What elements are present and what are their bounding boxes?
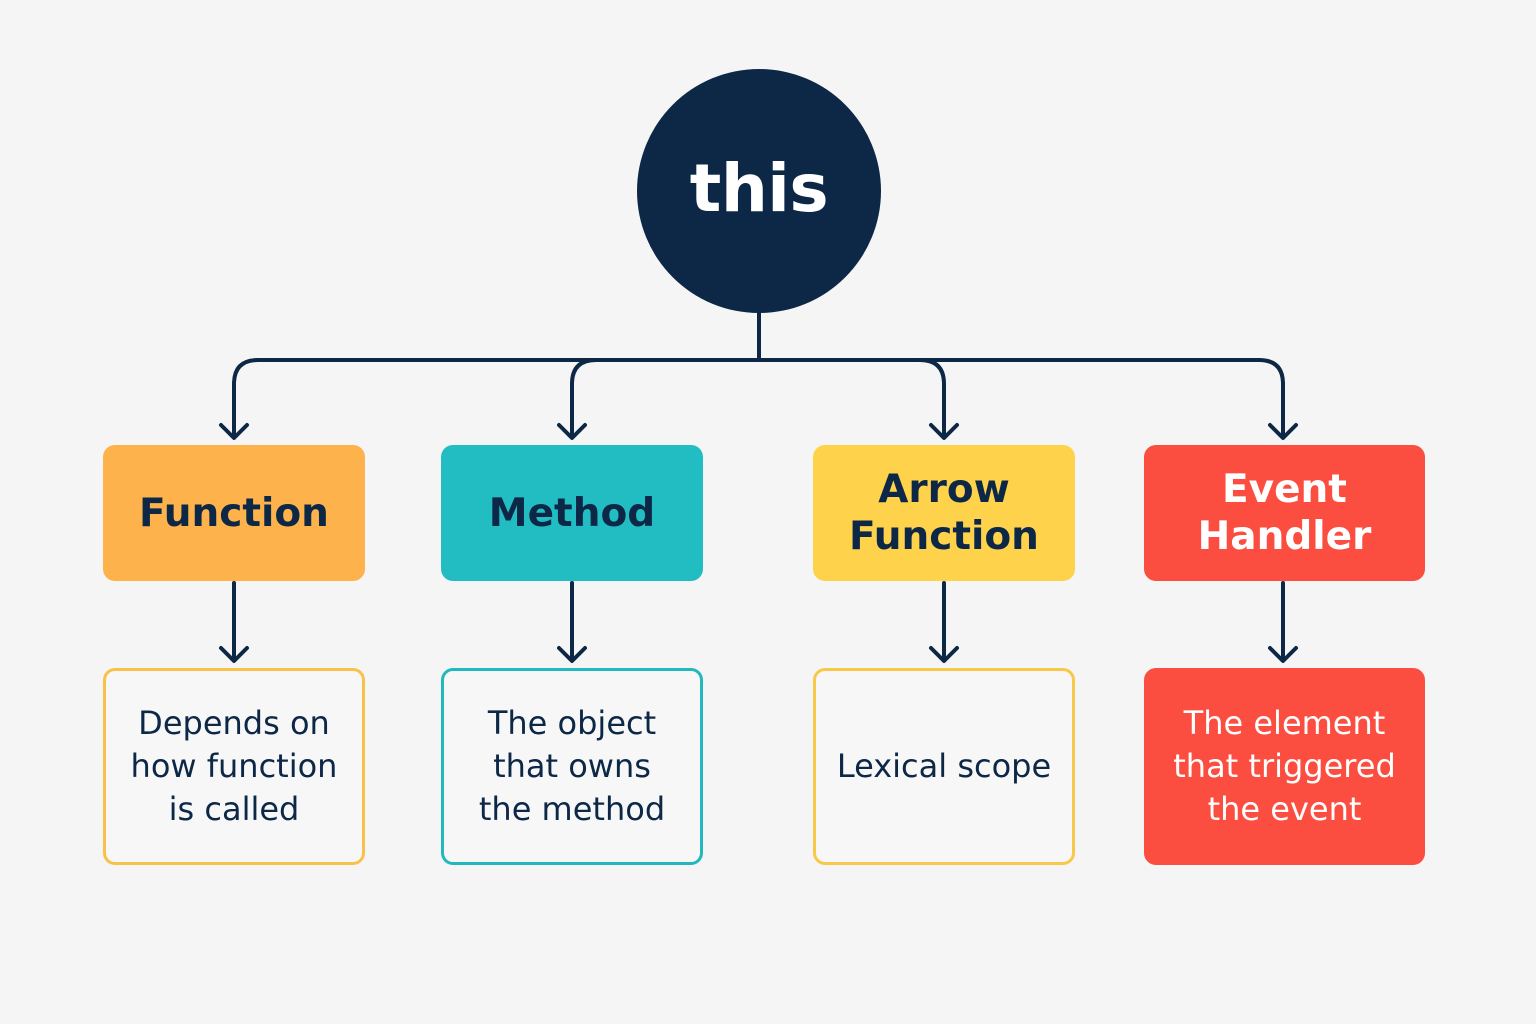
category-label: Method bbox=[488, 490, 656, 536]
arrowhead-icon bbox=[1268, 646, 1298, 663]
description-event-handler: The element that triggered the event bbox=[1144, 668, 1425, 865]
root-node-this: this bbox=[637, 69, 881, 313]
arrowhead-icon bbox=[557, 423, 587, 440]
category-label: Event Handler bbox=[1197, 467, 1372, 559]
category-arrow-function: Arrow Function bbox=[813, 445, 1075, 581]
description-arrow-function: Lexical scope bbox=[813, 668, 1075, 865]
category-method: Method bbox=[441, 445, 703, 581]
arrowhead-icon bbox=[929, 423, 959, 440]
arrowhead-icon bbox=[1268, 423, 1298, 440]
category-function: Function bbox=[103, 445, 365, 581]
arrowhead-icon bbox=[219, 646, 249, 663]
category-label: Arrow Function bbox=[849, 467, 1039, 559]
description-text: The element that triggered the event bbox=[1173, 704, 1396, 828]
branch-line-event-handler bbox=[1257, 358, 1285, 438]
description-function: Depends on how function is called bbox=[103, 668, 365, 865]
branch-line-arrow-function bbox=[918, 358, 946, 438]
category-event-handler: Event Handler bbox=[1144, 445, 1425, 581]
description-text: Lexical scope bbox=[836, 747, 1052, 785]
root-label: this bbox=[689, 149, 829, 227]
arrowhead-icon bbox=[929, 646, 959, 663]
description-text: The object that owns the method bbox=[478, 704, 666, 828]
description-method: The object that owns the method bbox=[441, 668, 703, 865]
branch-line-method bbox=[570, 358, 598, 438]
arrowhead-icon bbox=[557, 646, 587, 663]
branch-line-function bbox=[232, 358, 260, 438]
description-text: Depends on how function is called bbox=[130, 704, 338, 828]
category-label: Function bbox=[139, 490, 329, 536]
arrowhead-icon bbox=[219, 423, 249, 440]
